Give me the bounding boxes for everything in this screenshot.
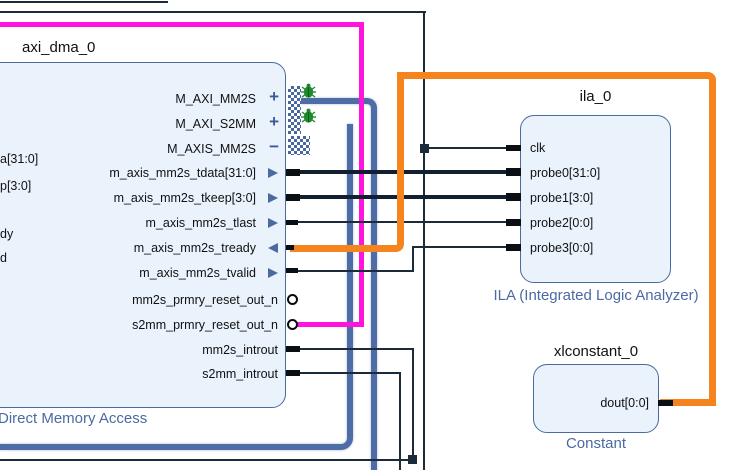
port-label: probe0[31:0] bbox=[530, 166, 601, 180]
wire-dout-h[interactable] bbox=[660, 399, 712, 406]
port-fragment-tready: dy bbox=[0, 227, 14, 241]
wire-s2mm-reset-h-top[interactable] bbox=[0, 22, 364, 27]
pin-stub-tlast[interactable] bbox=[286, 220, 298, 225]
pin-stub-s2mm-introut[interactable] bbox=[286, 370, 300, 376]
port-label: dout[0:0] bbox=[600, 396, 649, 410]
port-label: m_axis_mm2s_tlast bbox=[145, 216, 256, 230]
port-label: probe2[0:0] bbox=[530, 216, 594, 230]
pin-stub-tready[interactable] bbox=[286, 245, 294, 250]
pin-stub-probe1[interactable] bbox=[506, 193, 521, 201]
pin-stub-tdata[interactable] bbox=[286, 169, 300, 176]
port-label: m_axis_mm2s_tdata[31:0] bbox=[109, 166, 256, 180]
net-junction-introut bbox=[408, 455, 417, 464]
port-tvalid[interactable]: m_axis_mm2s_tvalid bbox=[0, 265, 286, 281]
wire-s2mm-reset-h-port[interactable] bbox=[296, 322, 359, 327]
wire-m-axi-mm2s[interactable] bbox=[301, 98, 377, 470]
wire-tvalid-v[interactable] bbox=[412, 246, 414, 272]
port-label: m_axis_mm2s_tready bbox=[133, 241, 256, 255]
wire-m-axi-s2mm[interactable] bbox=[0, 124, 353, 450]
block-axi-dma-title[interactable]: axi_dma_0 bbox=[22, 39, 96, 56]
block-xlconstant-caption: Constant bbox=[565, 435, 627, 452]
wire-mm2s-introut-h[interactable] bbox=[286, 348, 414, 350]
output-arrow-icon bbox=[268, 192, 278, 203]
block-ila[interactable] bbox=[520, 115, 671, 283]
port-label: mm2s_introut bbox=[202, 343, 278, 357]
wire-bottom-h[interactable] bbox=[0, 459, 414, 461]
wire-mm2s-introut-v[interactable] bbox=[412, 348, 414, 462]
port-label: M_AXIS_MM2S bbox=[167, 142, 256, 156]
pin-stub-probe2[interactable] bbox=[506, 219, 521, 226]
port-m-axi-mm2s[interactable]: M_AXI_MM2S + bbox=[0, 87, 286, 107]
port-label: s2mm_prmry_reset_out_n bbox=[132, 318, 278, 332]
wire-top-edge[interactable] bbox=[0, 1, 168, 3]
pin-stub-tkeep[interactable] bbox=[286, 194, 300, 201]
output-arrow-icon bbox=[268, 267, 278, 278]
block-axi-dma[interactable] bbox=[0, 62, 286, 408]
debug-bug-icon bbox=[301, 108, 316, 123]
output-arrow-icon bbox=[268, 217, 278, 228]
net-junction-clk bbox=[420, 144, 429, 153]
wire-clk-v[interactable] bbox=[423, 11, 425, 470]
port-mm2s-introut[interactable]: mm2s_introut bbox=[0, 342, 286, 358]
inverted-pin-icon-s2mm[interactable] bbox=[287, 319, 298, 330]
port-s2mm-prmry-reset[interactable]: s2mm_prmry_reset_out_n bbox=[0, 317, 286, 333]
port-fragment-tkeep: p[3:0] bbox=[0, 179, 32, 193]
port-label: s2mm_introut bbox=[202, 367, 278, 381]
pin-stub-probe0[interactable] bbox=[506, 168, 521, 176]
debug-bug-icon bbox=[301, 83, 316, 98]
inverted-pin-icon-mm2s[interactable] bbox=[287, 294, 298, 305]
pin-stub-clk[interactable] bbox=[506, 145, 521, 151]
port-m-axi-s2mm[interactable]: M_AXI_S2MM + bbox=[0, 112, 286, 132]
port-dout[interactable]: dout[0:0] bbox=[533, 395, 659, 411]
port-label: probe3[0:0] bbox=[530, 241, 594, 255]
expand-plus-icon[interactable]: + bbox=[269, 87, 279, 106]
port-s2mm-introut[interactable]: s2mm_introut bbox=[0, 366, 286, 382]
block-axi-dma-caption: Direct Memory Access bbox=[0, 410, 148, 427]
port-label: m_axis_mm2s_tvalid bbox=[139, 266, 256, 280]
wire-tvalid-probe3[interactable] bbox=[412, 246, 508, 248]
wire-s2mm-reset-v[interactable] bbox=[359, 22, 364, 327]
pin-stub-mm2s-introut[interactable] bbox=[286, 346, 300, 352]
port-fragment-tvalid: d bbox=[0, 251, 7, 265]
port-label: probe1[3:0] bbox=[530, 191, 594, 205]
wire-clk-branch[interactable] bbox=[427, 147, 508, 149]
output-arrow-icon bbox=[268, 167, 278, 178]
collapse-minus-icon[interactable]: − bbox=[269, 137, 279, 156]
port-label: M_AXI_MM2S bbox=[175, 92, 256, 106]
interface-expansion-hatch[interactable] bbox=[288, 86, 301, 134]
block-ila-title[interactable]: ila_0 bbox=[579, 88, 612, 105]
port-tlast[interactable]: m_axis_mm2s_tlast bbox=[0, 215, 286, 231]
pin-stub-dout[interactable] bbox=[658, 400, 673, 406]
wire-tvalid-h[interactable] bbox=[286, 270, 414, 272]
wire-tready-L[interactable] bbox=[290, 75, 404, 252]
wire-clk-top-h[interactable] bbox=[0, 11, 426, 13]
port-fragment-tdata: a[31:0] bbox=[0, 152, 39, 166]
port-tkeep[interactable]: m_axis_mm2s_tkeep[3:0] bbox=[0, 190, 286, 206]
wire-s2mm-introut-v[interactable] bbox=[399, 372, 401, 470]
port-mm2s-prmry-reset[interactable]: mm2s_prmry_reset_out_n bbox=[0, 292, 286, 308]
interface-subpin-hatch[interactable] bbox=[288, 136, 310, 155]
port-label: mm2s_prmry_reset_out_n bbox=[132, 293, 278, 307]
wire-orange-top-right[interactable] bbox=[397, 72, 716, 406]
port-m-axis-mm2s[interactable]: M_AXIS_MM2S − bbox=[0, 137, 286, 157]
input-arrow-icon bbox=[268, 242, 278, 253]
port-label: m_axis_mm2s_tkeep[3:0] bbox=[113, 191, 256, 205]
expand-plus-icon[interactable]: + bbox=[269, 112, 279, 131]
pin-stub-tvalid[interactable] bbox=[286, 268, 298, 273]
pin-stub-probe3[interactable] bbox=[506, 244, 521, 251]
port-tready[interactable]: m_axis_mm2s_tready bbox=[0, 240, 286, 256]
wire-s2mm-introut-h[interactable] bbox=[286, 372, 401, 374]
port-label: clk bbox=[530, 141, 546, 155]
port-tdata[interactable]: m_axis_mm2s_tdata[31:0] bbox=[0, 165, 286, 181]
block-xlconstant[interactable] bbox=[533, 364, 659, 433]
block-xlconstant-title[interactable]: xlconstant_0 bbox=[553, 343, 639, 360]
port-label: M_AXI_S2MM bbox=[175, 117, 256, 131]
block-ila-caption: ILA (Integrated Logic Analyzer) bbox=[493, 287, 699, 304]
